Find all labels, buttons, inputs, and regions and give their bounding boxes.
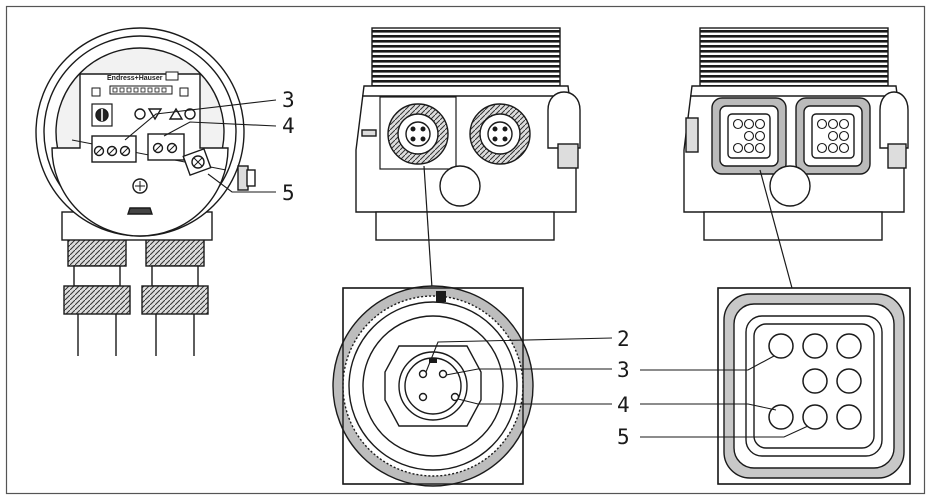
m12-detail-leader — [423, 165, 433, 289]
harting-detail-leader — [759, 169, 793, 289]
figure-frame — [5, 5, 926, 495]
triangle-up-key-icon — [168, 107, 184, 120]
harting-pin-1 — [768, 333, 794, 359]
harting-connector-2 — [795, 97, 871, 175]
harting-pin-5 — [802, 404, 828, 430]
callout-5-harting: 5 — [617, 425, 630, 449]
harting-blind-plug — [769, 165, 811, 207]
callout-4-harting: 4 — [617, 393, 630, 417]
led-indicator-icon — [134, 108, 146, 120]
m12-housing — [355, 27, 581, 241]
m12-blind-plug — [439, 165, 481, 207]
m12-pin-1 — [438, 369, 448, 379]
m12-detail-leaders — [425, 337, 613, 405]
callout-4-m12: 4 — [617, 393, 630, 417]
callout-3-m12: 3 — [617, 358, 630, 382]
cable-gland-right — [141, 237, 209, 356]
callout-3-harting: 3 — [617, 358, 630, 382]
cable-gland-left — [63, 237, 131, 356]
callout-3-terminal: 3 — [282, 88, 295, 112]
m12-pin-3 — [418, 392, 428, 402]
terminal-view-leaders — [124, 99, 277, 193]
m12-pin-2 — [418, 369, 428, 379]
terminal-block-left — [91, 135, 137, 163]
terminal-block-right — [147, 133, 185, 161]
harting-housing — [683, 27, 909, 241]
m12-detail — [332, 285, 534, 487]
harting-detail — [717, 287, 911, 485]
callout-2-m12: 2 — [617, 327, 630, 351]
callout-4-terminal: 4 — [282, 114, 295, 138]
ground-terminal — [182, 147, 212, 177]
callout-5-terminal: 5 — [282, 181, 295, 205]
potentiometer-knob-icon — [91, 103, 113, 127]
terminal-view: Endress+Hauser — [35, 27, 256, 356]
harting-detail-leaders — [640, 355, 809, 438]
brand-label: Endress+Hauser — [107, 75, 163, 82]
harting-connector-1 — [711, 97, 787, 175]
m12-pin-4 — [450, 392, 460, 402]
harting-pin-4 — [768, 404, 794, 430]
